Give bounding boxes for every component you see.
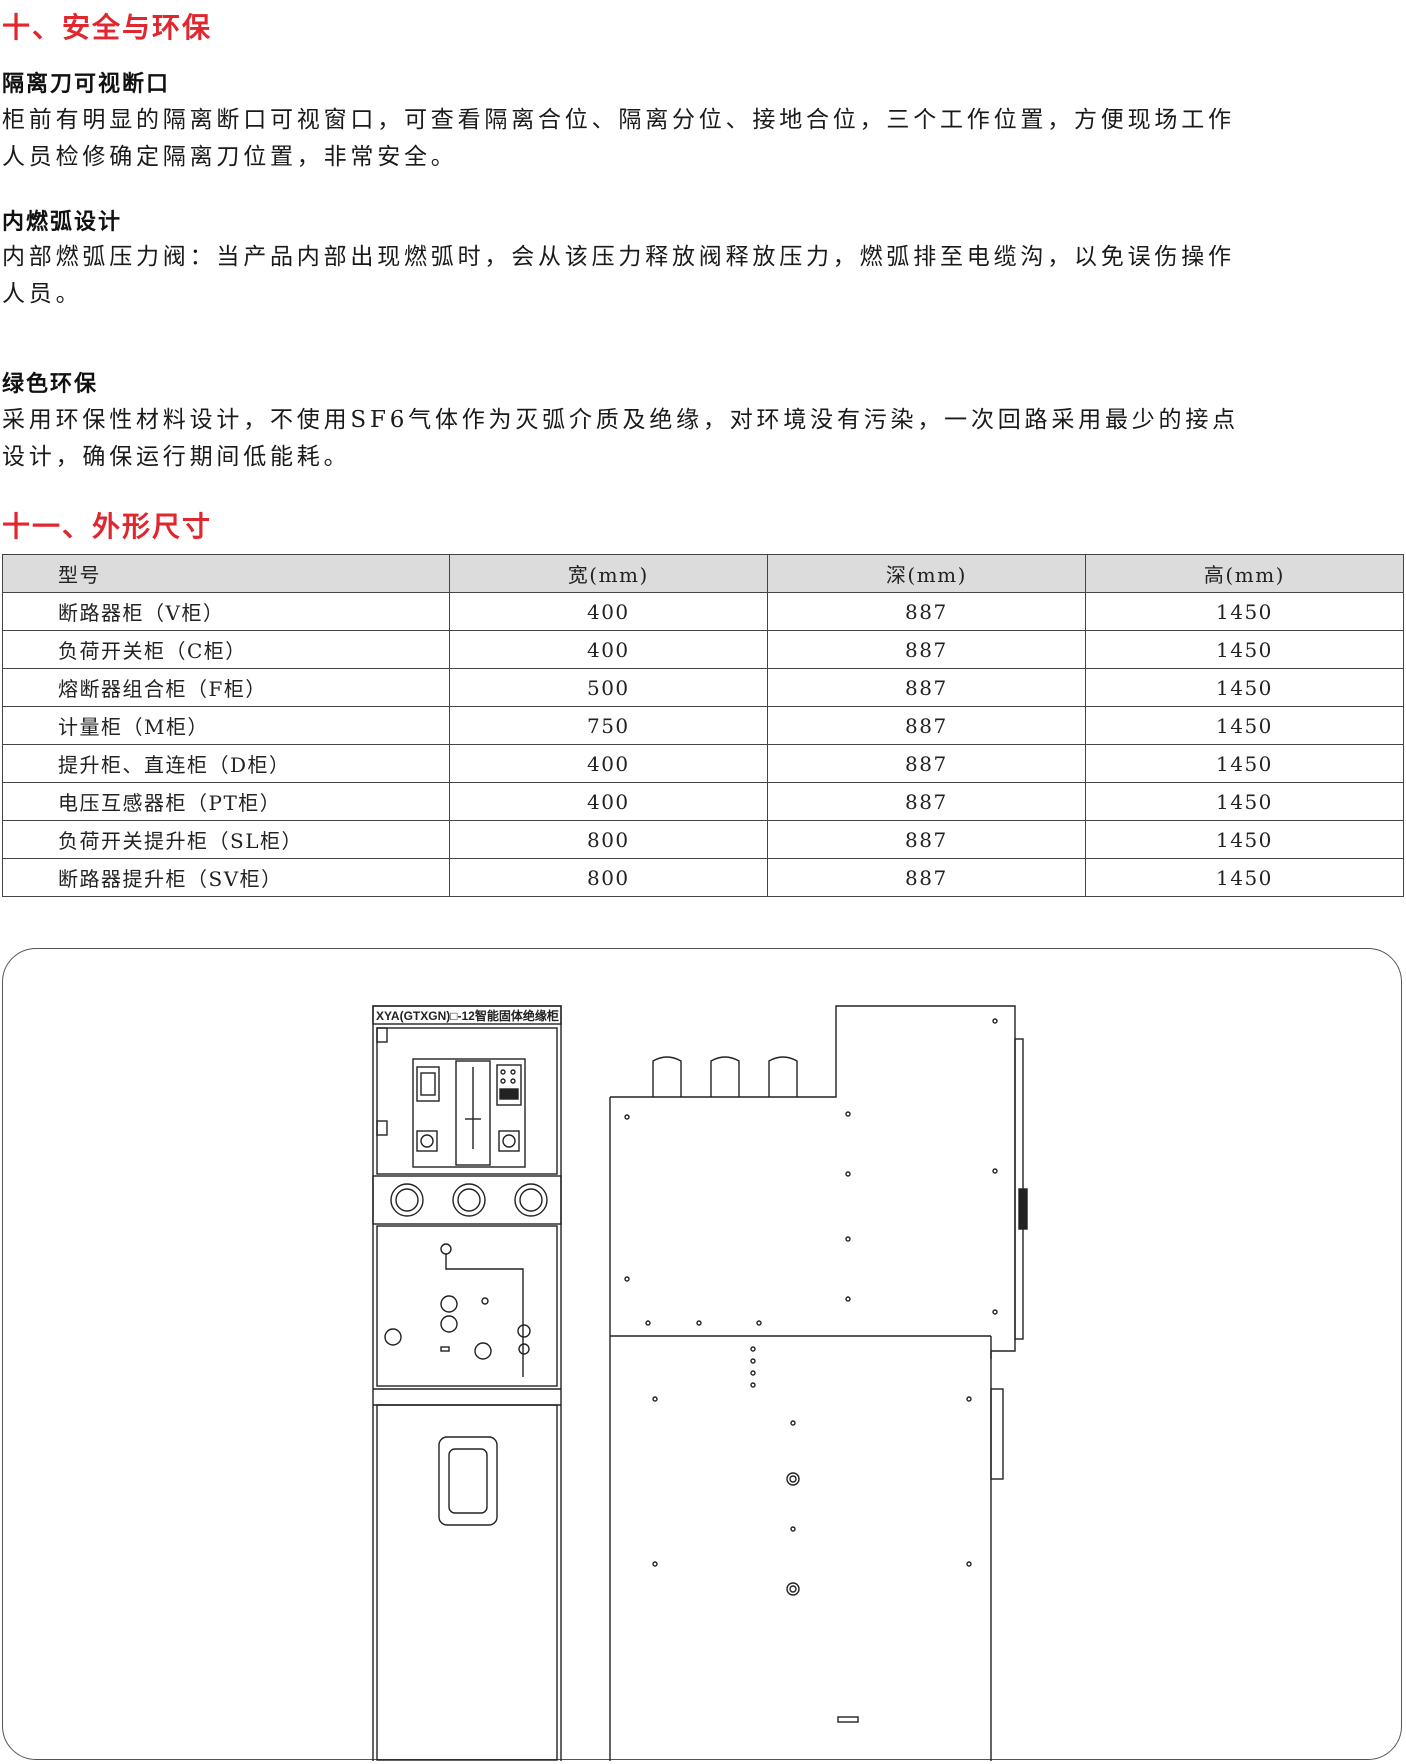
- cell-depth: 887: [766, 706, 1086, 745]
- section-11-title: 十一、外形尺寸: [2, 510, 213, 543]
- cell-model: 计量柜（M柜）: [2, 706, 450, 745]
- cell-model: 负荷开关柜（C柜）: [2, 630, 450, 669]
- item-heading-isolation-window: 隔离刀可视断口: [2, 72, 171, 97]
- cell-height: 1450: [1084, 630, 1405, 669]
- cell-depth: 887: [766, 782, 1086, 821]
- cell-model: 电压互感器柜（PT柜）: [2, 782, 450, 821]
- cell-height: 1450: [1084, 592, 1405, 631]
- cell-width: 800: [448, 820, 768, 859]
- cell-height: 1450: [1084, 820, 1405, 859]
- cell-depth: 887: [766, 858, 1086, 897]
- cell-model: 断路器柜（V柜）: [2, 592, 450, 631]
- cell-model: 断路器提升柜（SV柜）: [2, 858, 450, 897]
- cell-model: 熔断器组合柜（F柜）: [2, 668, 450, 707]
- cell-width: 400: [448, 744, 768, 783]
- header-width: 宽(mm): [448, 554, 768, 593]
- front-view: XYA(GTXGN)□-12智能固体绝缘柜: [372, 1005, 562, 1761]
- drawing-frame: XYA(GTXGN)□-12智能固体绝缘柜: [2, 948, 1402, 1761]
- header-depth: 深(mm): [766, 554, 1086, 593]
- cell-height: 1450: [1084, 744, 1405, 783]
- item-text-internal-arc: 内部燃弧压力阀：当产品内部出现燃弧时，会从该压力释放阀释放压力，燃弧排至电缆沟，…: [2, 244, 1235, 307]
- cell-width: 400: [448, 782, 768, 821]
- cell-height: 1450: [1084, 668, 1405, 707]
- cell-depth: 887: [766, 592, 1086, 631]
- item-text-isolation-window: 柜前有明显的隔离断口可视窗口，可查看隔离合位、隔离分位、接地合位，三个工作位置，…: [2, 107, 1235, 170]
- item-heading-green: 绿色环保: [2, 372, 99, 397]
- side-view: [609, 1005, 1028, 1761]
- cell-height: 1450: [1084, 782, 1405, 821]
- header-model: 型号: [2, 554, 450, 593]
- cell-height: 1450: [1084, 858, 1405, 897]
- section-10-title: 十、安全与环保: [2, 11, 213, 44]
- cell-height: 1450: [1084, 706, 1405, 745]
- cell-model: 负荷开关提升柜（SL柜）: [2, 820, 450, 859]
- cell-depth: 887: [766, 820, 1086, 859]
- header-height: 高(mm): [1084, 554, 1405, 593]
- front-label: XYA(GTXGN)□-12智能固体绝缘柜: [376, 1008, 559, 1023]
- cell-width: 750: [448, 706, 768, 745]
- cell-width: 400: [448, 592, 768, 631]
- cell-width: 400: [448, 630, 768, 669]
- item-text-green: 采用环保性材料设计，不使用SF6气体作为灭弧介质及绝缘，对环境没有污染，一次回路…: [2, 407, 1239, 470]
- cell-depth: 887: [766, 630, 1086, 669]
- cell-depth: 887: [766, 668, 1086, 707]
- item-heading-internal-arc: 内燃弧设计: [2, 210, 123, 235]
- cell-depth: 887: [766, 744, 1086, 783]
- cell-width: 500: [448, 668, 768, 707]
- table-header-row: 型号 宽(mm) 深(mm) 高(mm): [2, 554, 1405, 593]
- cell-width: 800: [448, 858, 768, 897]
- cabinet-drawing: XYA(GTXGN)□-12智能固体绝缘柜: [372, 1005, 1028, 1761]
- cell-model: 提升柜、直连柜（D柜）: [2, 744, 450, 783]
